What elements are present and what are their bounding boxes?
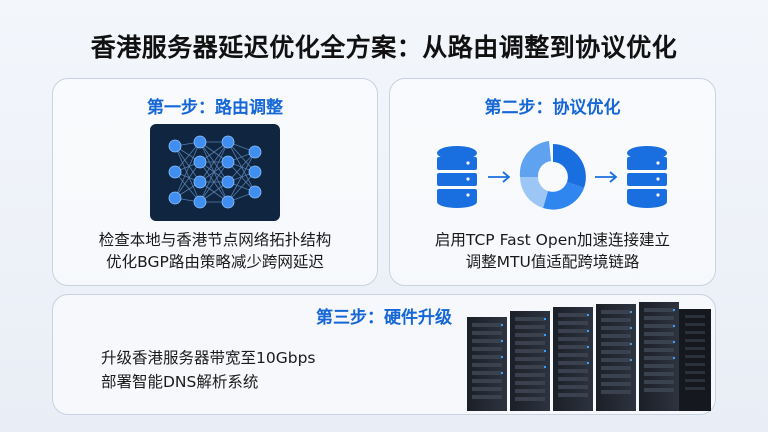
- step3-title: 第三步：硬件升级: [316, 308, 452, 328]
- server-rack-icon: [463, 299, 713, 413]
- step3-card: 第三步：硬件升级 升级香港服务器带宽至10Gbps 部署智能DNS解析系统: [52, 294, 716, 415]
- neural-network-icon: [150, 124, 280, 221]
- step1-line1: 检查本地与香港节点网络拓扑结构: [98, 231, 332, 249]
- step3-line1: 升级香港服务器带宽至10Gbps: [101, 349, 316, 367]
- step1-title: 第一步：路由调整: [147, 98, 283, 118]
- pie-chart-icon: [519, 141, 586, 210]
- step2-line2: 调整MTU值适配跨境链路: [465, 253, 640, 271]
- step1-card: 第一步：路由调整: [52, 78, 378, 286]
- arrow-right-icon: [595, 171, 618, 183]
- page-title: 香港服务器延迟优化全方案：从路由调整到协议优化: [90, 33, 678, 62]
- step2-card: 第二步：协议优化: [389, 78, 716, 286]
- step3-line2: 部署智能DNS解析系统: [101, 373, 259, 391]
- arrow-right-icon: [488, 171, 511, 183]
- database-icon: [437, 146, 477, 208]
- step1-line2: 优化BGP路由策略减少跨网延迟: [106, 253, 324, 271]
- database-icon: [627, 146, 667, 208]
- step2-line1: 启用TCP Fast Open加速连接建立: [434, 231, 671, 249]
- step2-title: 第二步：协议优化: [484, 98, 621, 118]
